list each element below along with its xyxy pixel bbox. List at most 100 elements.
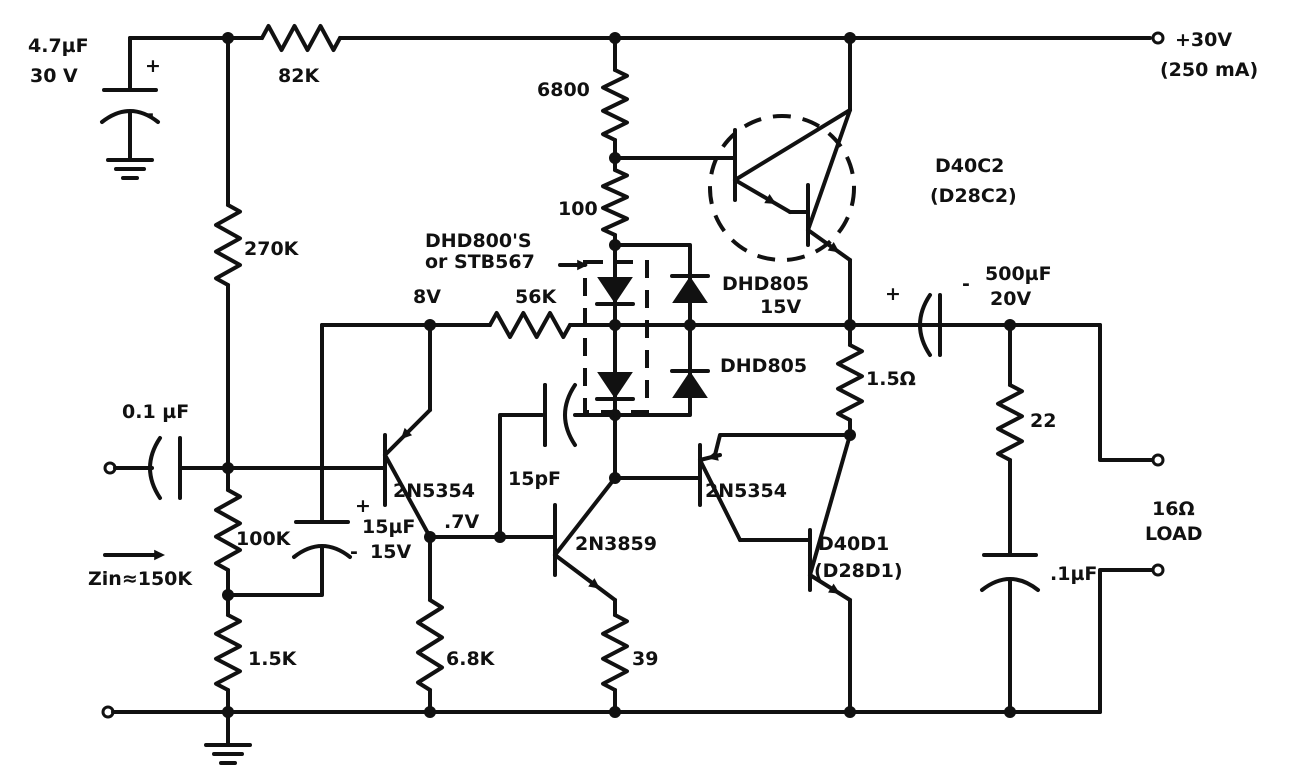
transistor-q2-collector: [553, 476, 617, 557]
resistor-39: [601, 613, 629, 692]
c-15uf-plus: +: [355, 495, 371, 517]
diode-dhd805-upper: [672, 276, 708, 303]
c-in-label: 0.1 µF: [122, 401, 189, 423]
transistor-q1-collector: [383, 453, 432, 539]
diode-dhd800-lower: [597, 372, 633, 399]
c-supply-minus: -: [146, 103, 154, 125]
terminal: [1151, 453, 1165, 467]
r-39-label: 39: [632, 648, 658, 670]
resistor-6-8k: [416, 598, 444, 692]
supply-current-label: (250 mA): [1160, 59, 1258, 81]
r-100k-label: 100K: [236, 528, 292, 550]
c-15pf-label: 15pF: [508, 468, 561, 490]
terminal: [1151, 563, 1165, 577]
q1-label: 2N5354: [393, 480, 475, 502]
darlington-q-b-emitter: [806, 228, 852, 262]
resistor-100: [601, 168, 629, 237]
c-15uf-minus: -: [350, 541, 358, 563]
node-07v-label: .7V: [444, 511, 479, 533]
labels: +30V (250 mA) 4.7µF 30 V + - 82K 270K 10…: [28, 29, 1258, 670]
r-56k-label: 56K: [515, 286, 557, 308]
darlington-q-b-emitter-arrow: [827, 241, 840, 253]
transistor-q2-emitter-arrow: [588, 578, 600, 589]
transistor-q-out-collector: [808, 433, 852, 577]
r-6-8k-label: 6.8K: [446, 648, 496, 670]
capacitor-4-7uf: [100, 109, 160, 124]
c-supply-rating: 30 V: [30, 65, 78, 87]
transistor-q3-emitter-arrow: [707, 450, 719, 461]
darlington-q-a-collector: [733, 108, 852, 182]
zin-arrow-head: [154, 549, 165, 561]
r-1-5k-label: 1.5K: [248, 648, 298, 670]
capacitor-0-1uf: [148, 436, 162, 500]
r-100-label: 100: [558, 198, 598, 220]
diode-a-label: DHD805: [722, 273, 809, 295]
capacitor-0-1uf-out: [980, 577, 1040, 592]
darlington-q-a-emitter: [733, 178, 792, 214]
diode-b-label: DHD805: [720, 355, 807, 377]
c-supply-value: 4.7µF: [28, 35, 89, 57]
resistor-56k: [488, 311, 572, 339]
r-1-5ohm-label: 1.5Ω: [866, 368, 916, 390]
c-supply-plus: +: [145, 55, 161, 77]
resistor-22: [996, 383, 1024, 462]
diode-dhd800-upper: [597, 277, 633, 304]
c-out-plus: +: [885, 283, 901, 305]
c-15uf-value: 15µF: [362, 516, 415, 538]
c-01uf-label: .1µF: [1050, 563, 1097, 585]
diode-pair-label-2: or STB567: [425, 251, 535, 273]
q-out-part: D40D1: [818, 533, 889, 555]
wire: [613, 243, 692, 417]
diode-pair-pointer: [577, 259, 588, 271]
load-label-2: LOAD: [1145, 523, 1203, 545]
q-out-alt: (D28D1): [814, 560, 903, 582]
input-impedance-label: Zin≈150K: [88, 568, 193, 590]
q2-label: 2N3859: [575, 533, 657, 555]
c-15uf-rating: 15V: [370, 541, 411, 563]
wire: [1098, 568, 1154, 714]
transistor-q-out-emitter: [808, 573, 852, 602]
wire: [1098, 323, 1154, 462]
resistor-6800: [601, 68, 629, 142]
terminal: [1151, 31, 1165, 45]
resistor-1-5k: [214, 613, 242, 692]
wire: [226, 546, 324, 597]
transistor-q2-emitter: [553, 553, 617, 602]
transistor-q1-emitter-arrow: [400, 427, 413, 440]
transistor-q-out-emitter-arrow: [828, 583, 840, 594]
r-22-label: 22: [1030, 410, 1056, 432]
capacitor-15uf: [292, 544, 352, 559]
resistor-100k: [214, 488, 242, 572]
wire: [498, 413, 544, 539]
r-82k-label: 82K: [278, 65, 320, 87]
load-label-1: 16Ω: [1152, 498, 1195, 520]
transistor-q3-collector: [698, 458, 742, 542]
capacitor-15pf: [563, 383, 577, 447]
c-out-rating: 20V: [990, 288, 1031, 310]
capacitor-500uf: [918, 293, 932, 357]
darlington-alt: (D28C2): [930, 185, 1017, 207]
diode-pair-label-1: DHD800'S: [425, 230, 532, 252]
diode-pair-package: [583, 260, 649, 414]
node-8v-label: 8V: [413, 286, 441, 308]
wire: [713, 433, 852, 457]
resistor-82k: [260, 24, 342, 52]
components: [100, 24, 1040, 765]
diode-dhd805-lower: [672, 371, 708, 398]
ground-icon: [204, 743, 252, 765]
darlington-q-b-collector: [806, 108, 852, 232]
c-out-value: 500µF: [985, 263, 1052, 285]
resistor-270k: [214, 203, 242, 287]
c-out-minus: -: [962, 273, 970, 295]
r-270k-label: 270K: [244, 238, 300, 260]
resistor-1-5ohm: [836, 343, 864, 422]
node-15v-label: 15V: [760, 296, 801, 318]
darlington-part: D40C2: [935, 155, 1004, 177]
junction-dot: [222, 706, 234, 718]
q3-label: 2N5354: [705, 480, 787, 502]
darlington-q-a-emitter-arrow: [764, 194, 777, 204]
r-6800-label: 6800: [537, 79, 590, 101]
ground-icon: [106, 158, 154, 180]
